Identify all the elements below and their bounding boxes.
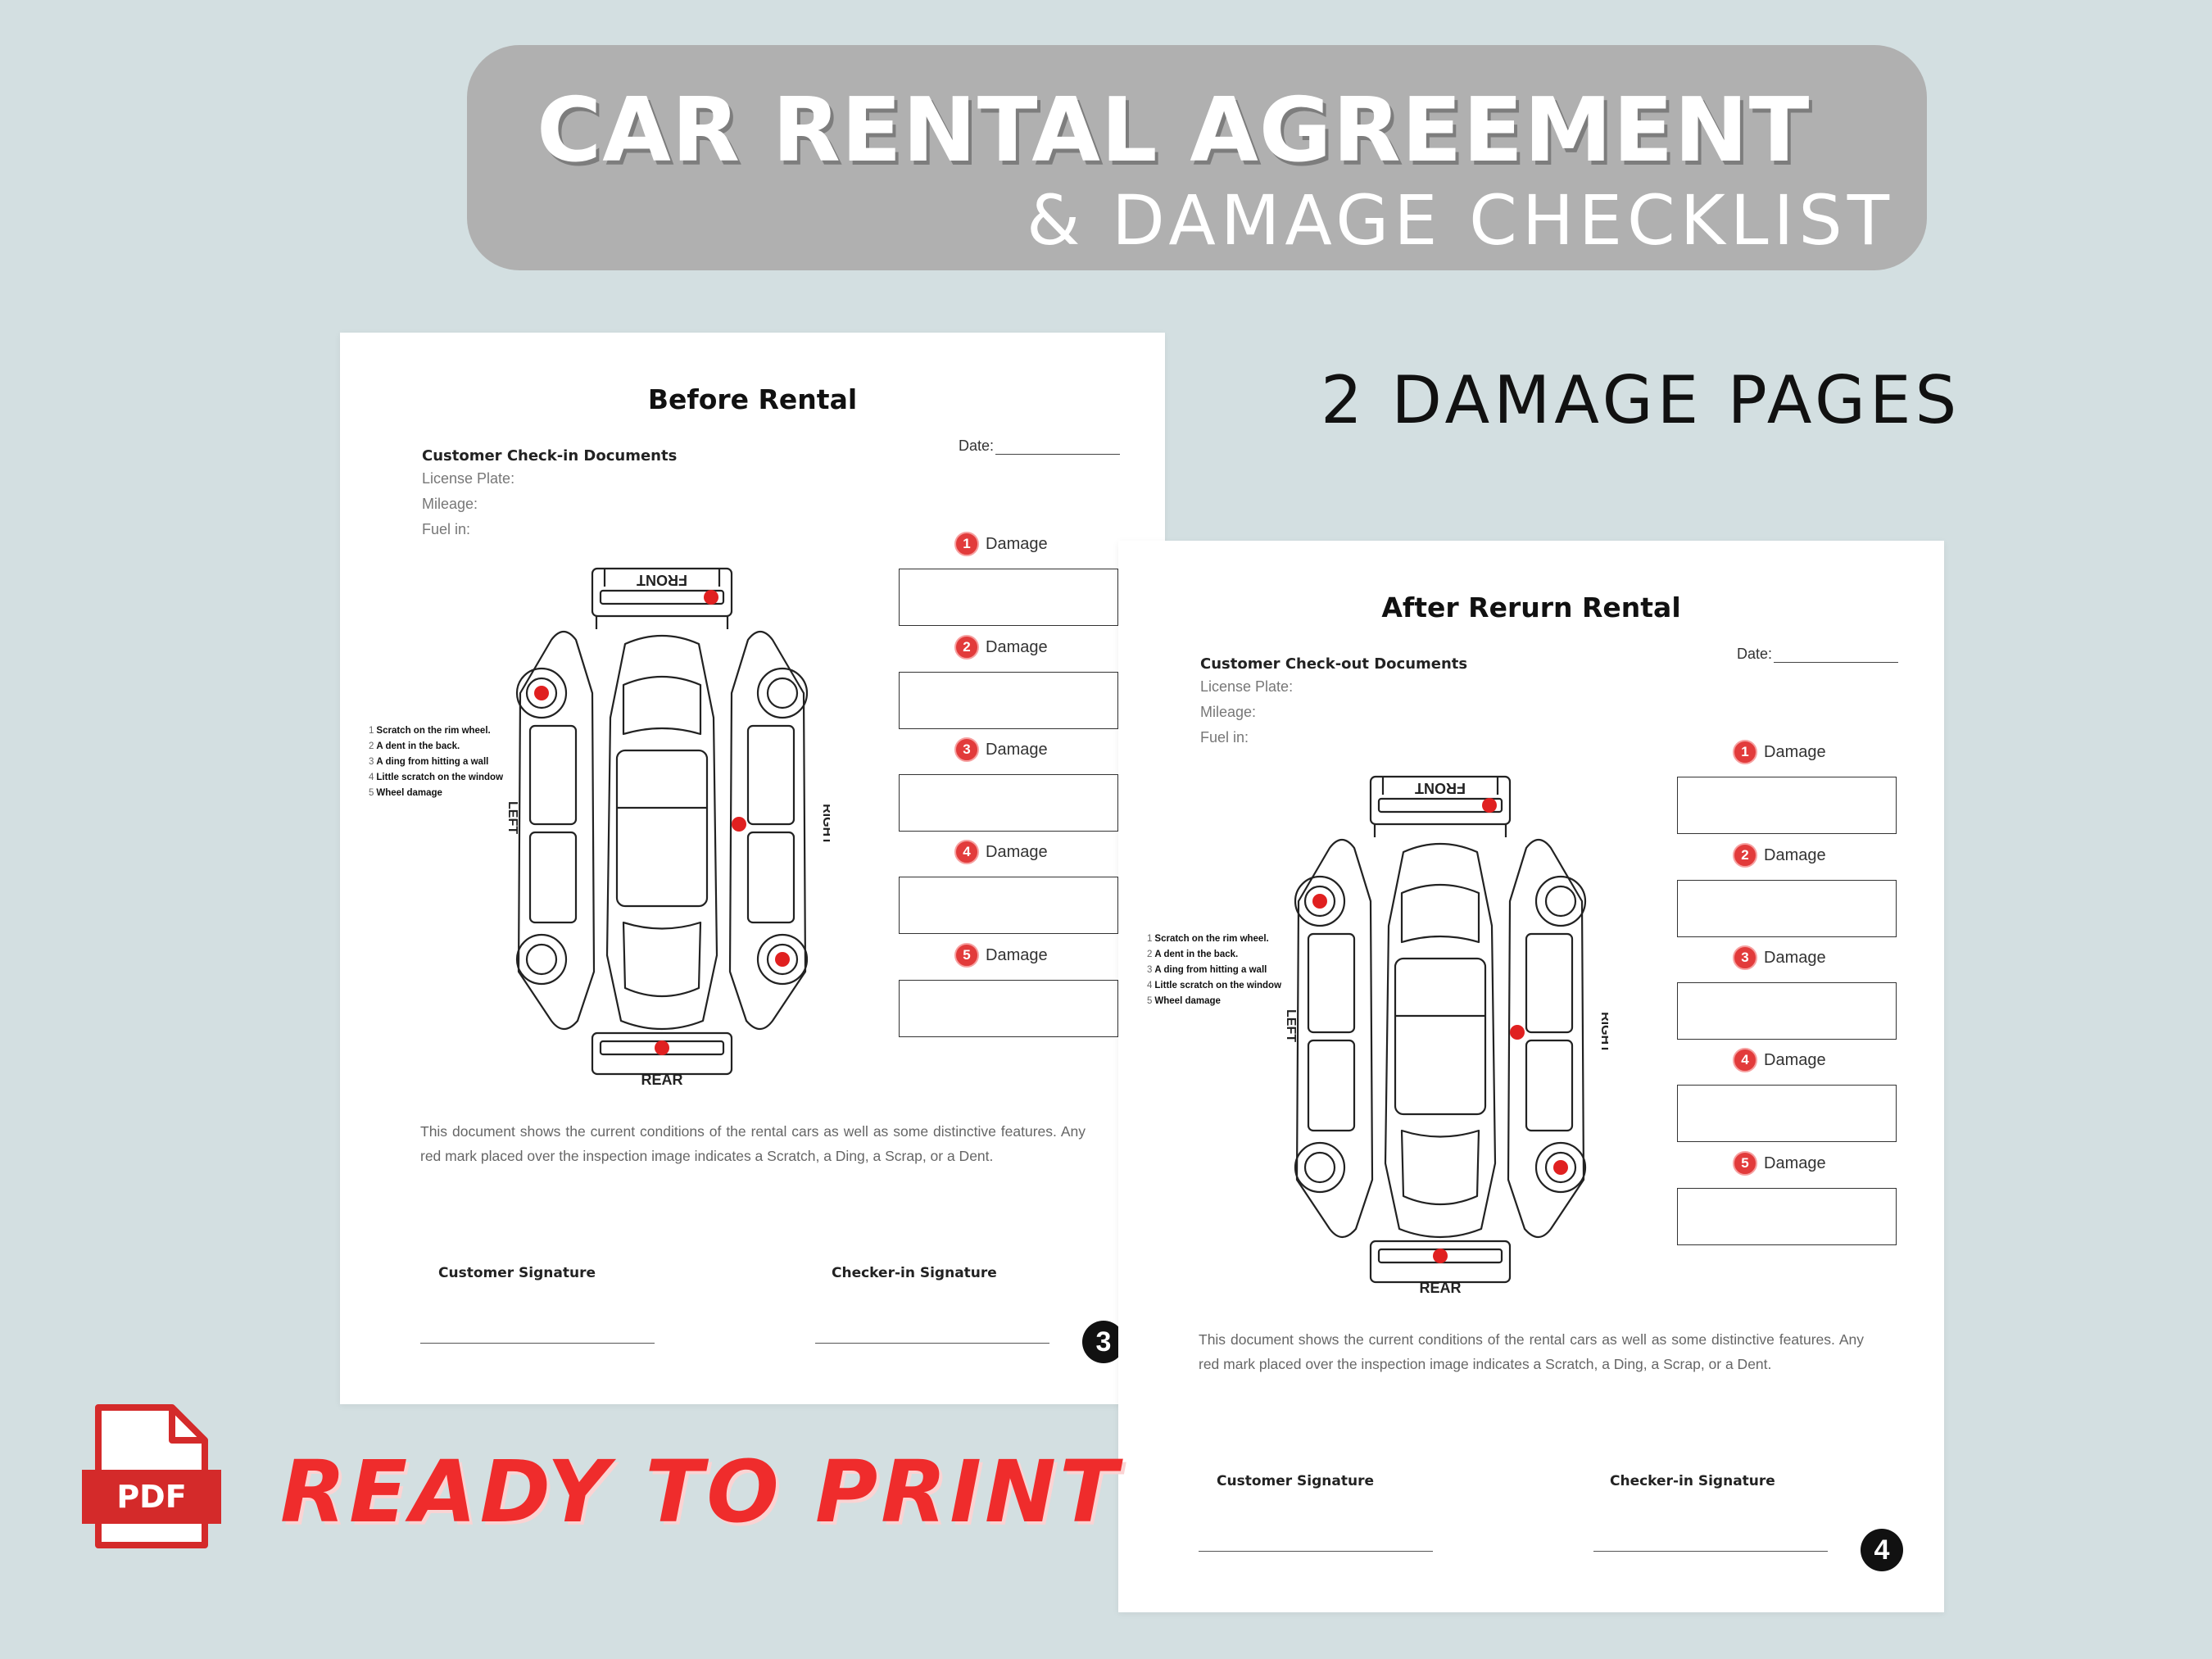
car-inspection-diagram: FRONT REAR LEFT RIGHT <box>1284 775 1608 1294</box>
damage-box-1[interactable] <box>899 569 1118 626</box>
diagram-rear-label: REAR <box>1419 1280 1461 1294</box>
damage-box-5[interactable] <box>899 980 1118 1037</box>
diagram-right-label: RIGHT <box>820 804 830 845</box>
damage-box-2[interactable] <box>1677 880 1897 937</box>
mileage-label: Mileage: <box>1200 704 1257 720</box>
page-number-badge: 4 <box>1861 1529 1903 1571</box>
customer-signature-label: Customer Signature <box>1217 1473 1375 1489</box>
diagram-left-label: LEFT <box>505 801 519 834</box>
damage-pages-headline: 2 DAMAGE PAGES <box>1321 362 1961 438</box>
date-line <box>995 439 1121 455</box>
damage-mark <box>1312 894 1327 909</box>
sheet-title: After Rerurn Rental <box>1381 592 1681 623</box>
damage-mark <box>1433 1249 1448 1263</box>
date-field: Date: <box>1737 646 1899 663</box>
license-plate-label: License Plate: <box>422 470 515 487</box>
damage-mark <box>1482 798 1497 813</box>
damage-box-5[interactable] <box>1677 1188 1897 1245</box>
damage-mark <box>1553 1160 1568 1175</box>
diagram-left-label: LEFT <box>1284 1009 1298 1042</box>
checker-signature-line[interactable] <box>1593 1551 1828 1552</box>
damage-box-4[interactable] <box>899 877 1118 934</box>
date-line <box>1774 647 1899 663</box>
banner-title: CAR RENTAL AGREEMENT <box>537 79 1811 182</box>
pdf-badge-text: PDF <box>116 1479 186 1515</box>
damage-mark <box>534 686 549 700</box>
license-plate-label: License Plate: <box>1200 678 1294 695</box>
diagram-right-label: RIGHT <box>1598 1012 1608 1053</box>
damage-mark <box>775 952 790 967</box>
diagram-front-label: FRONT <box>637 572 687 588</box>
conditions-paragraph: This document shows the current conditio… <box>420 1123 1086 1164</box>
damage-box-4[interactable] <box>1677 1085 1897 1142</box>
page-number-badge: 3 <box>1082 1321 1125 1363</box>
pdf-file-icon: PDF <box>82 1404 221 1548</box>
fuel-label: Fuel in: <box>1200 729 1249 746</box>
checker-signature-line[interactable] <box>815 1343 1049 1344</box>
date-label: Date: <box>959 437 995 454</box>
customer-signature-line[interactable] <box>420 1343 655 1344</box>
checker-signature-label: Checker-in Signature <box>1610 1473 1775 1489</box>
damage-box-3[interactable] <box>899 774 1118 832</box>
damage-mark <box>1510 1025 1525 1040</box>
damage-mark <box>655 1040 669 1055</box>
documents-heading: Customer Check-out Documents <box>1200 655 1468 673</box>
after-return-sheet: After Rerurn Rental Customer Check-out D… <box>1118 541 1944 1612</box>
damage-box-3[interactable] <box>1677 982 1897 1040</box>
diagram-rear-label: REAR <box>641 1072 682 1086</box>
sheet-title: Before Rental <box>647 383 858 415</box>
date-field: Date: <box>959 437 1121 455</box>
damage-box-2[interactable] <box>899 672 1118 729</box>
title-banner: CAR RENTAL AGREEMENT & DAMAGE CHECKLIST <box>467 45 1927 270</box>
damage-mark <box>704 590 718 605</box>
ready-to-print-text: READY TO PRINT <box>280 1442 1121 1542</box>
diagram-front-label: FRONT <box>1415 780 1466 796</box>
damage-box-1[interactable] <box>1677 777 1897 834</box>
customer-signature-label: Customer Signature <box>438 1265 596 1281</box>
checker-signature-label: Checker-in Signature <box>832 1265 997 1281</box>
mileage-label: Mileage: <box>422 496 478 512</box>
documents-heading: Customer Check-in Documents <box>422 447 678 465</box>
fuel-label: Fuel in: <box>422 521 471 537</box>
damage-mark <box>732 817 746 832</box>
banner-subtitle: & DAMAGE CHECKLIST <box>1026 180 1894 261</box>
conditions-paragraph: This document shows the current conditio… <box>1199 1331 1864 1372</box>
customer-signature-line[interactable] <box>1199 1551 1433 1552</box>
date-label: Date: <box>1737 646 1773 662</box>
before-rental-sheet: Before Rental Customer Check-in Document… <box>340 333 1165 1404</box>
car-inspection-diagram: FRONT REAR LEFT RIGHT <box>505 567 830 1086</box>
